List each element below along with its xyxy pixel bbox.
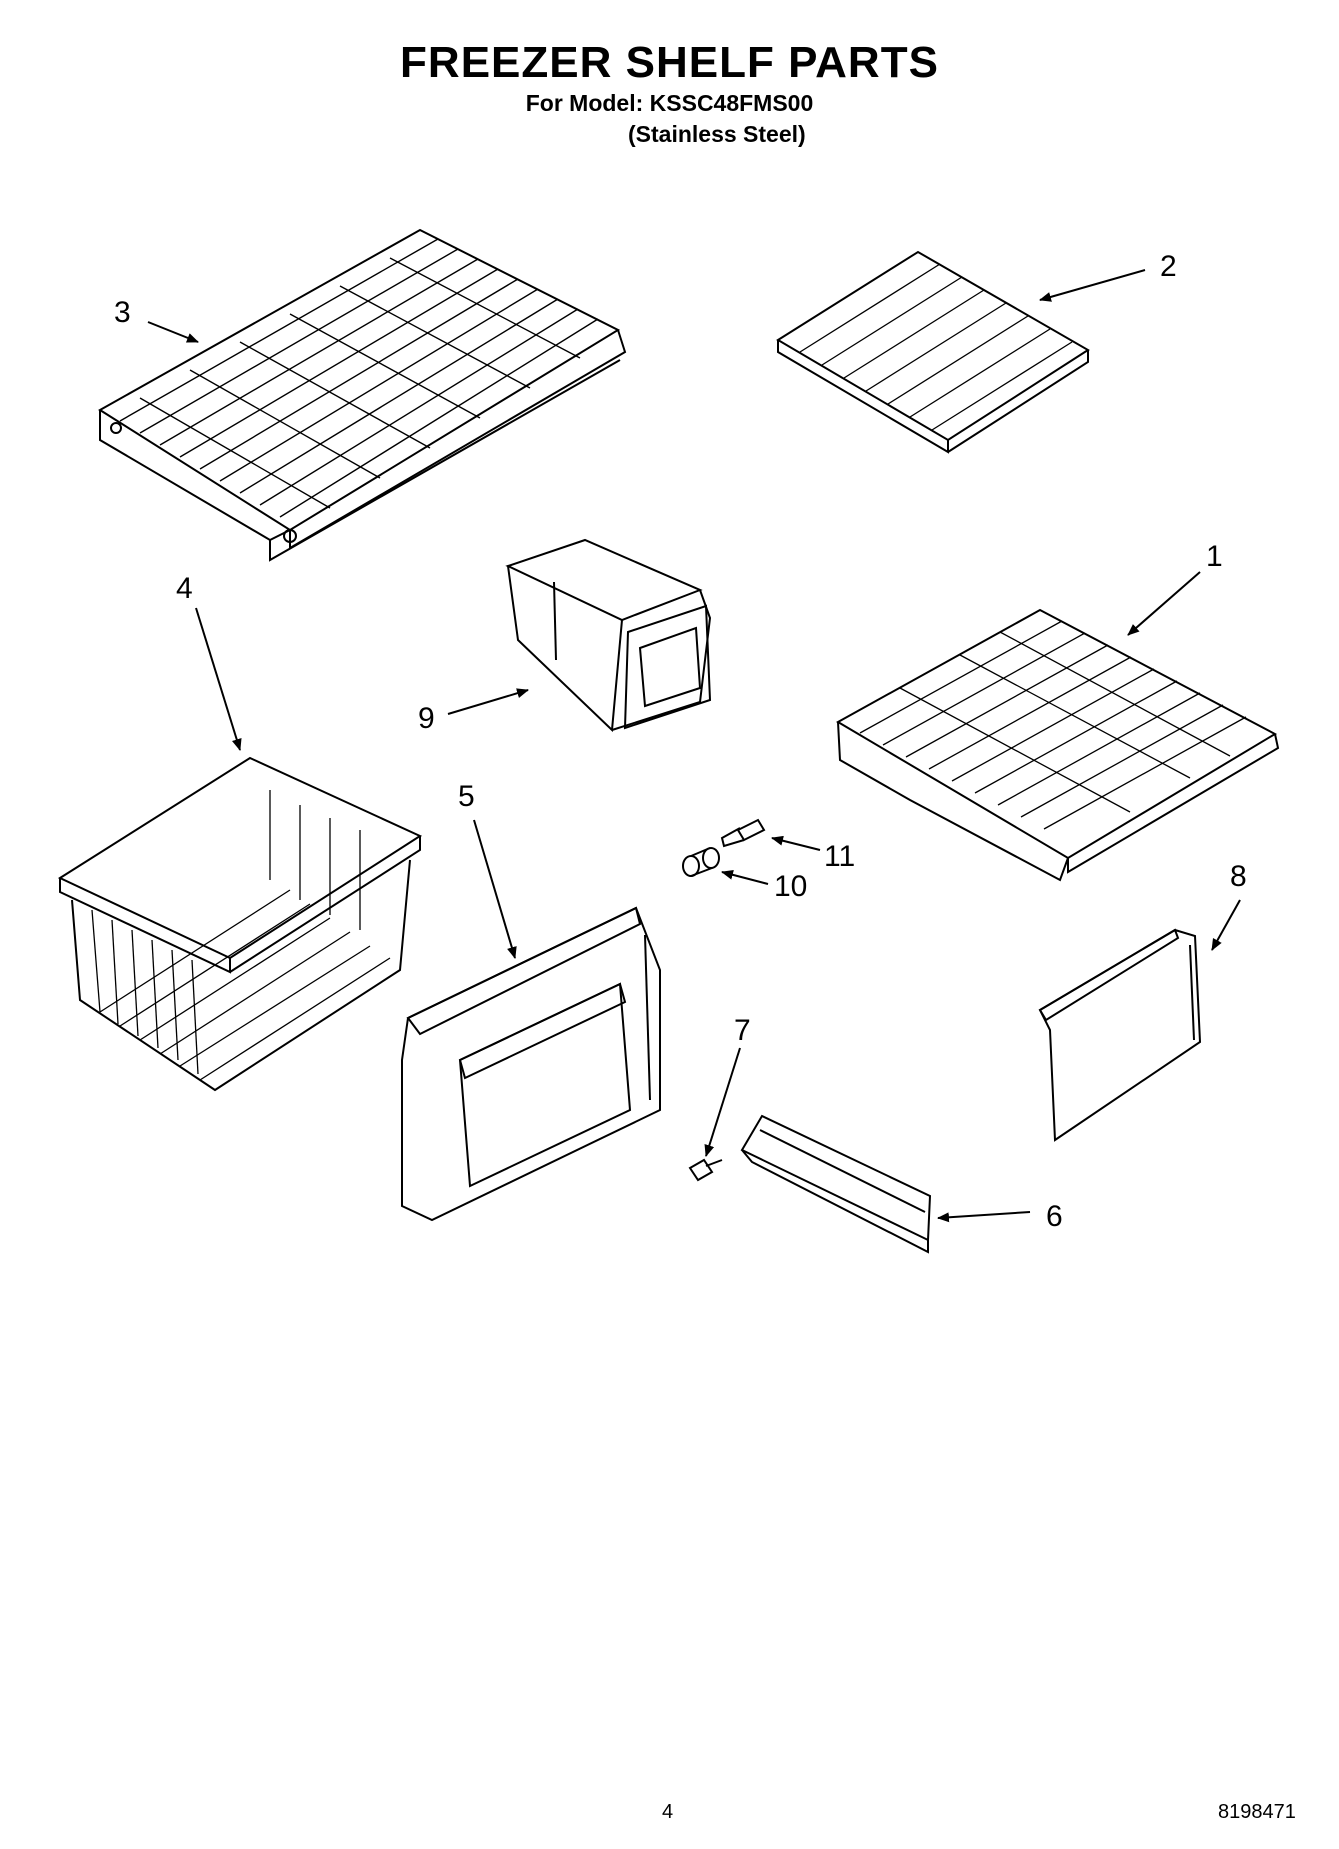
callout-9: 9	[418, 702, 435, 735]
document-number: 8198471	[1218, 1801, 1296, 1823]
callout-5: 5	[458, 780, 475, 813]
part-10-spacer	[682, 847, 720, 877]
leader-line-4	[195, 607, 242, 751]
part-11-screw	[720, 818, 766, 848]
leader-line-5	[473, 819, 517, 959]
page-title: FREEZER SHELF PARTS	[400, 38, 939, 87]
callout-3: 3	[114, 296, 131, 329]
leader-line-11	[771, 835, 821, 851]
callout-4: 4	[176, 572, 193, 605]
leader-line-2	[1039, 269, 1146, 302]
leader-line-7	[704, 1047, 741, 1157]
part-6-rail	[740, 1114, 932, 1254]
leader-line-1	[1127, 571, 1201, 636]
callout-7: 7	[734, 1014, 751, 1047]
part-9-storage-bin	[505, 538, 712, 733]
callout-11: 11	[824, 840, 855, 873]
variant-line: (Stainless Steel)	[628, 121, 806, 147]
part-1-wire-shelf	[835, 608, 1280, 882]
leader-line-10	[721, 869, 769, 885]
part-3-wire-shelf	[98, 228, 627, 562]
callout-2: 2	[1160, 250, 1177, 283]
leader-line-6	[937, 1211, 1031, 1223]
callout-10: 10	[774, 870, 807, 903]
leader-line-3	[147, 321, 199, 343]
callout-1: 1	[1206, 540, 1223, 573]
part-4-wire-basket	[57, 756, 423, 1092]
model-line: For Model: KSSC48FMS00	[525, 90, 814, 116]
part-8-panel	[1038, 928, 1202, 1142]
leader-line-8	[1211, 899, 1241, 951]
callout-8: 8	[1230, 860, 1247, 893]
leader-line-9	[447, 688, 529, 715]
callout-6: 6	[1046, 1200, 1063, 1233]
page-number: 4	[662, 1801, 674, 1823]
part-5-drawer-front	[401, 906, 661, 1222]
part-7-screw	[688, 1158, 723, 1182]
part-2-small-shelf	[776, 250, 1090, 454]
